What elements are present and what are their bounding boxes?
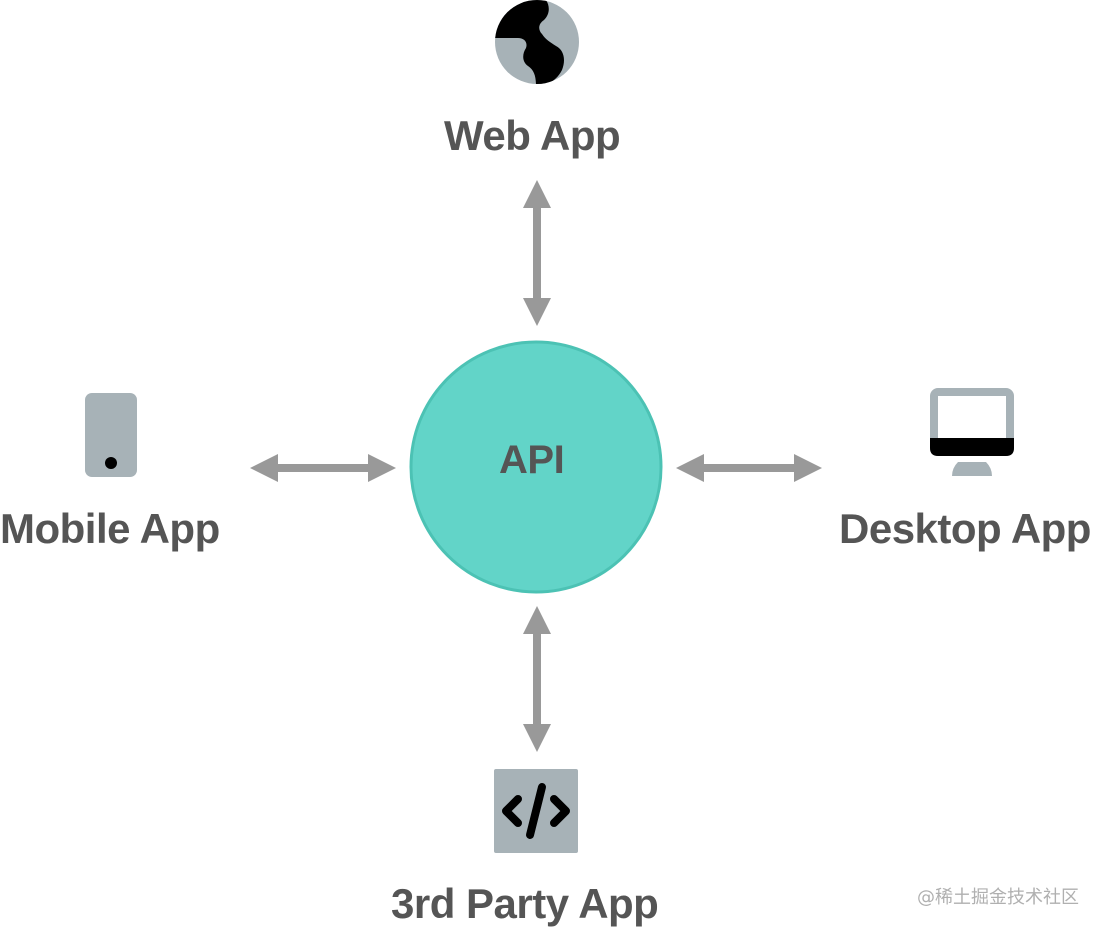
arrowhead-right <box>368 454 396 482</box>
arrow-shaft <box>533 206 541 302</box>
arrowhead-down <box>523 298 551 326</box>
watermark: @稀土掘金技术社区 <box>917 887 1079 908</box>
api-node <box>409 340 663 594</box>
web-app-label: Web App <box>444 112 621 159</box>
arrow-shaft <box>702 464 798 472</box>
desktop-app-label: Desktop App <box>839 505 1091 552</box>
arrow-api-thirdparty <box>523 606 551 752</box>
arrowhead-left <box>250 454 278 482</box>
arrow-api-web <box>523 180 551 326</box>
arrow-shaft <box>276 464 372 472</box>
arrowhead-left <box>676 454 704 482</box>
arrowhead-up <box>523 180 551 208</box>
arrowhead-up <box>523 606 551 634</box>
mobile-app-label: Mobile App <box>0 505 220 552</box>
code-icon <box>494 769 578 853</box>
arrow-shaft <box>533 632 541 728</box>
arrow-api-desktop <box>676 454 822 482</box>
arrow-api-mobile <box>250 454 396 482</box>
api-label: API <box>499 438 565 482</box>
arrowhead-down <box>523 724 551 752</box>
globe-icon <box>495 0 579 84</box>
desktop-monitor-icon <box>930 388 1014 476</box>
arrowhead-right <box>794 454 822 482</box>
mobile-phone-icon <box>85 393 137 477</box>
third-party-app-label: 3rd Party App <box>391 880 659 927</box>
